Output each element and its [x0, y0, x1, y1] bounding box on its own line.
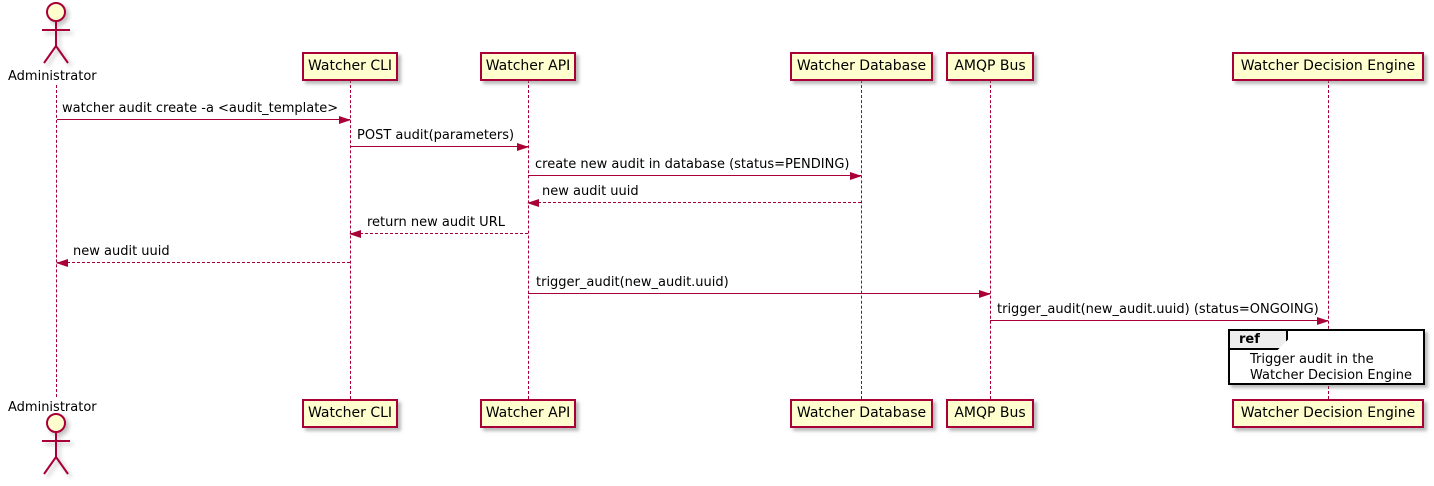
participant-amqp-bus-bottom: AMQP Bus	[946, 399, 1034, 428]
message-arrow	[990, 317, 1329, 325]
participant-watcher-decision-engine-bottom: Watcher Decision Engine	[1232, 399, 1424, 428]
participant-watcher-cli-bottom: Watcher CLI	[302, 399, 398, 428]
message-label: trigger_audit(new_audit.uuid)	[536, 275, 729, 290]
lifeline-watcher-decision-engine	[1328, 80, 1329, 399]
lifeline-watcher-database	[861, 80, 862, 399]
participant-watcher-api-top: Watcher API	[480, 52, 576, 81]
message-label: new audit uuid	[542, 184, 639, 199]
message-arrow	[350, 143, 529, 151]
actor-administrator-label-top: Administrator	[8, 69, 97, 84]
ref-text: Trigger audit in the Watcher Decision En…	[1250, 352, 1412, 384]
stick-figure-actor-icon	[42, 413, 70, 475]
lifeline-amqp-bus	[990, 80, 991, 399]
participant-watcher-decision-engine-top: Watcher Decision Engine	[1232, 52, 1424, 81]
arrowhead-icon	[1317, 317, 1329, 325]
ref-fragment: ref Trigger audit in the Watcher Decisio…	[1228, 329, 1425, 385]
ref-text-line1: Trigger audit in the	[1250, 352, 1374, 367]
participant-amqp-bus-top: AMQP Bus	[946, 52, 1034, 81]
ref-text-line2: Watcher Decision Engine	[1250, 368, 1412, 383]
ref-keyword: ref	[1230, 331, 1288, 350]
message-label: return new audit URL	[367, 215, 505, 230]
message-arrow	[528, 290, 991, 298]
message-label: trigger_audit(new_audit.uuid) (status=ON…	[997, 302, 1319, 317]
message-label: create new audit in database (status=PEN…	[535, 157, 850, 172]
message-arrow	[528, 172, 862, 180]
arrowhead-icon	[850, 172, 862, 180]
participant-watcher-database-bottom: Watcher Database	[790, 399, 933, 428]
participant-watcher-api-bottom: Watcher API	[480, 399, 576, 428]
arrowhead-icon	[339, 116, 351, 124]
lifeline-watcher-cli	[350, 80, 351, 399]
lifeline-watcher-api	[528, 80, 529, 399]
message-label: new audit uuid	[73, 244, 170, 259]
message-label: watcher audit create -a <audit_template>	[62, 101, 339, 116]
message-arrow	[349, 230, 528, 238]
participant-watcher-cli-top: Watcher CLI	[302, 52, 398, 81]
message-label: POST audit(parameters)	[357, 128, 515, 143]
arrowhead-icon	[527, 199, 539, 207]
arrowhead-icon	[349, 230, 361, 238]
message-arrow	[527, 199, 861, 207]
lifeline-administrator	[56, 85, 57, 397]
arrowhead-icon	[517, 143, 529, 151]
arrowhead-icon	[56, 259, 68, 267]
message-arrow	[56, 259, 350, 267]
participant-watcher-database-top: Watcher Database	[790, 52, 933, 81]
actor-administrator-label-bottom: Administrator	[8, 400, 97, 415]
stick-figure-actor-icon	[42, 2, 70, 64]
arrowhead-icon	[979, 290, 991, 298]
message-arrow	[57, 116, 351, 124]
